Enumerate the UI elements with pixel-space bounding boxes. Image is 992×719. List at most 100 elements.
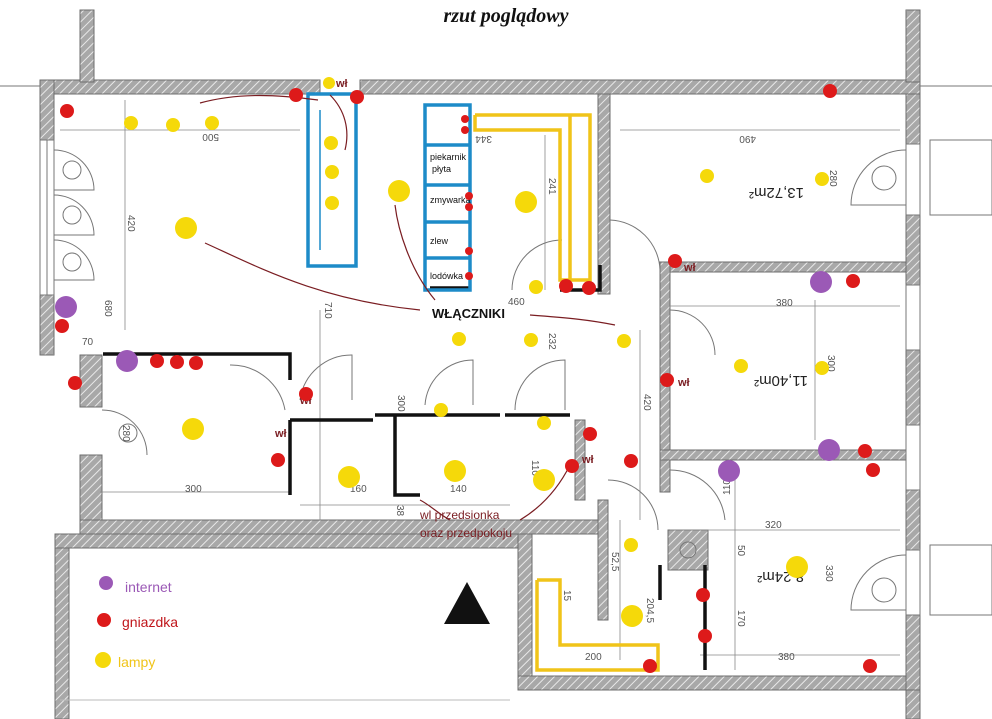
lamp: [175, 217, 197, 239]
wall-top-stub-right: [905, 9, 921, 83]
window-right2: [905, 284, 921, 351]
window-far-right2: [929, 544, 992, 616]
wire-kitchen: [394, 204, 436, 301]
socket: [271, 453, 285, 467]
door-hall1: [229, 364, 286, 411]
internet-outlet: [818, 439, 840, 461]
dim-420: 420: [125, 215, 136, 232]
wire-top: [199, 94, 319, 104]
internet-outlet: [718, 460, 740, 482]
balcony-door2: [850, 554, 907, 611]
lamp: [624, 538, 638, 552]
lamp: [166, 118, 180, 132]
socket: [170, 355, 184, 369]
switch-label-closet: wł: [581, 454, 594, 466]
lamp: [700, 169, 714, 183]
lamp: [529, 280, 543, 294]
dim-300a: 300: [825, 355, 836, 372]
room-areas: 13,72m² 11,40m² 8,24m²: [749, 184, 808, 585]
socket: [461, 115, 469, 123]
legend: internet gniazdka lampy: [95, 576, 178, 670]
socket: [465, 272, 473, 280]
socket: [350, 90, 364, 104]
socket: [823, 84, 837, 98]
dim-710: 710: [322, 302, 333, 319]
balcony-fixture2: [871, 577, 897, 603]
socket: [583, 427, 597, 441]
dim-38: 38: [394, 505, 405, 517]
socket: [565, 459, 579, 473]
lamp: [434, 403, 448, 417]
lamp: [338, 466, 360, 488]
socket: [299, 387, 313, 401]
socket: [846, 274, 860, 288]
dim-50: 50: [735, 545, 746, 557]
fixture-left1: [62, 160, 82, 180]
dim-300b: 300: [185, 484, 202, 495]
internet-outlet: [810, 271, 832, 293]
socket: [643, 659, 657, 673]
counter-bath: [535, 578, 660, 672]
lamp: [182, 418, 204, 440]
yellow-counters: [473, 113, 660, 672]
wall-right-mid2: [905, 349, 921, 426]
window-right1: [905, 143, 921, 216]
lamp: [325, 165, 339, 179]
wire-living: [204, 242, 421, 311]
dim-170: 170: [735, 610, 746, 627]
socket: [461, 126, 469, 134]
switch-label-room2: wł: [677, 377, 690, 389]
window-right4: [905, 549, 921, 616]
switches-label: WŁĄCZNIKI: [432, 306, 505, 321]
label-fridge: lodówka: [430, 271, 463, 281]
dim-232: 232: [546, 333, 557, 350]
door-swing-left3: [53, 239, 95, 281]
lamps: [124, 77, 829, 627]
switch-label-room1: wł: [683, 262, 696, 274]
wall-kitchen-divider: [597, 93, 611, 295]
dim-110b: 110: [722, 479, 733, 495]
wall-bath-block: [667, 529, 709, 571]
door-swing-left2: [53, 194, 95, 236]
lamp: [452, 332, 466, 346]
door-swing-left1: [53, 149, 95, 191]
fixture-left2: [62, 205, 82, 225]
legend-internet-dot: [99, 576, 113, 590]
window-far-right: [929, 139, 992, 216]
dim-490: 490: [739, 133, 756, 144]
kitchen-labels: piekarnik płyta zmywarka zlew lodówka: [430, 152, 471, 281]
internet-outlet: [116, 350, 138, 372]
dim-680: 680: [102, 300, 113, 317]
vestibule-switch-line2: oraz przedpokoju: [420, 526, 512, 540]
lamp: [325, 196, 339, 210]
partition-kitchen2: [560, 265, 602, 292]
lamp: [537, 416, 551, 430]
wall-top-mid: [359, 79, 921, 95]
wall-bath-vertical: [597, 499, 609, 621]
dim-160: 160: [350, 484, 367, 495]
internet-outlets: [55, 271, 840, 482]
door-bath: [607, 479, 659, 531]
vestibule-switch-line1: wl przedsionka: [419, 508, 500, 522]
wall-top-stub-left: [79, 9, 95, 83]
wall-room1-bottom: [659, 261, 907, 273]
socket: [289, 88, 303, 102]
lamp: [786, 556, 808, 578]
wires: [199, 94, 616, 521]
legend-lamp-label: lampy: [118, 654, 155, 670]
fixture-bath: [679, 541, 697, 559]
lamp: [621, 605, 643, 627]
dim-280b: 280: [120, 425, 131, 442]
counter-kitchen: [473, 113, 592, 282]
lamp: [533, 469, 555, 491]
legend-socket-dot: [97, 613, 111, 627]
wall-lower-vertical: [517, 533, 533, 685]
door-hall4: [514, 359, 566, 411]
socket: [660, 373, 674, 387]
socket: [465, 203, 473, 211]
partitions: [103, 265, 707, 670]
wall-right-stub-bottom: [905, 689, 921, 719]
socket: [189, 356, 203, 370]
lamp: [444, 460, 466, 482]
wall-right-mid1: [905, 214, 921, 286]
